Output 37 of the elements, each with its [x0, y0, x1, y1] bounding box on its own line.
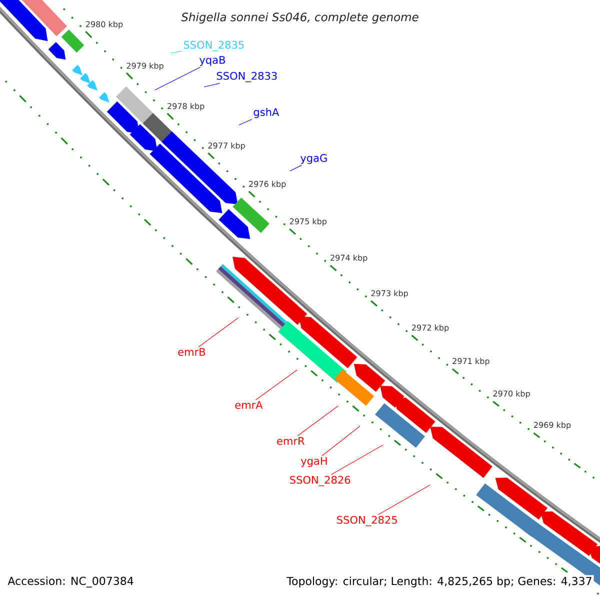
gene-label: ygaH	[300, 457, 327, 467]
gene-label: SSON_2826	[290, 476, 350, 486]
gene-label: emrR	[277, 437, 304, 445]
gene-label: emrA	[235, 401, 263, 409]
position-label: 2980 kbp	[86, 21, 123, 29]
position-label: 2973 kbp	[371, 290, 408, 298]
position-label: 2978 kbp	[168, 102, 204, 111]
position-label: 2977 kbp	[208, 142, 245, 150]
leader-line	[322, 426, 360, 456]
gene-label: SSON_2833	[216, 72, 277, 82]
gene-label: gshA	[254, 108, 280, 118]
position-label: 2972 kbp	[412, 324, 449, 332]
leader-line	[204, 83, 220, 88]
gene-label: SSON_2835	[184, 40, 244, 52]
position-label: 2970 kbp	[493, 390, 530, 398]
position-label: 2975 kbp	[290, 218, 327, 226]
gene-label: ygaG	[300, 154, 327, 164]
leader-line	[170, 50, 182, 54]
position-label: 2979 kbp	[126, 62, 164, 70]
title: Shigella sonnei Ss046, complete genome	[181, 12, 418, 24]
gene-label: emrB	[178, 348, 206, 356]
position-label: 2974 kbp	[330, 254, 368, 262]
leader-line	[330, 444, 384, 475]
position-label: 2969 kbp	[534, 422, 571, 430]
leader-line	[255, 370, 298, 400]
leader-line	[198, 318, 238, 348]
gene-label: yqaB	[200, 56, 225, 66]
position-label: 2971 kbp	[452, 358, 490, 366]
footer-text: Topology: circular; Length: 4,825,265 bp; Genes: 4,337	[285, 575, 594, 589]
position-label: 2976 kbp	[249, 180, 286, 188]
footer-text: Accession: NC_007384	[6, 575, 136, 589]
leader-line	[154, 66, 201, 90]
leader-line	[297, 406, 338, 436]
leader-line	[238, 118, 252, 126]
leader-line	[290, 164, 302, 172]
gene-label: SSON_2825	[337, 516, 397, 526]
leader-line	[378, 484, 430, 515]
